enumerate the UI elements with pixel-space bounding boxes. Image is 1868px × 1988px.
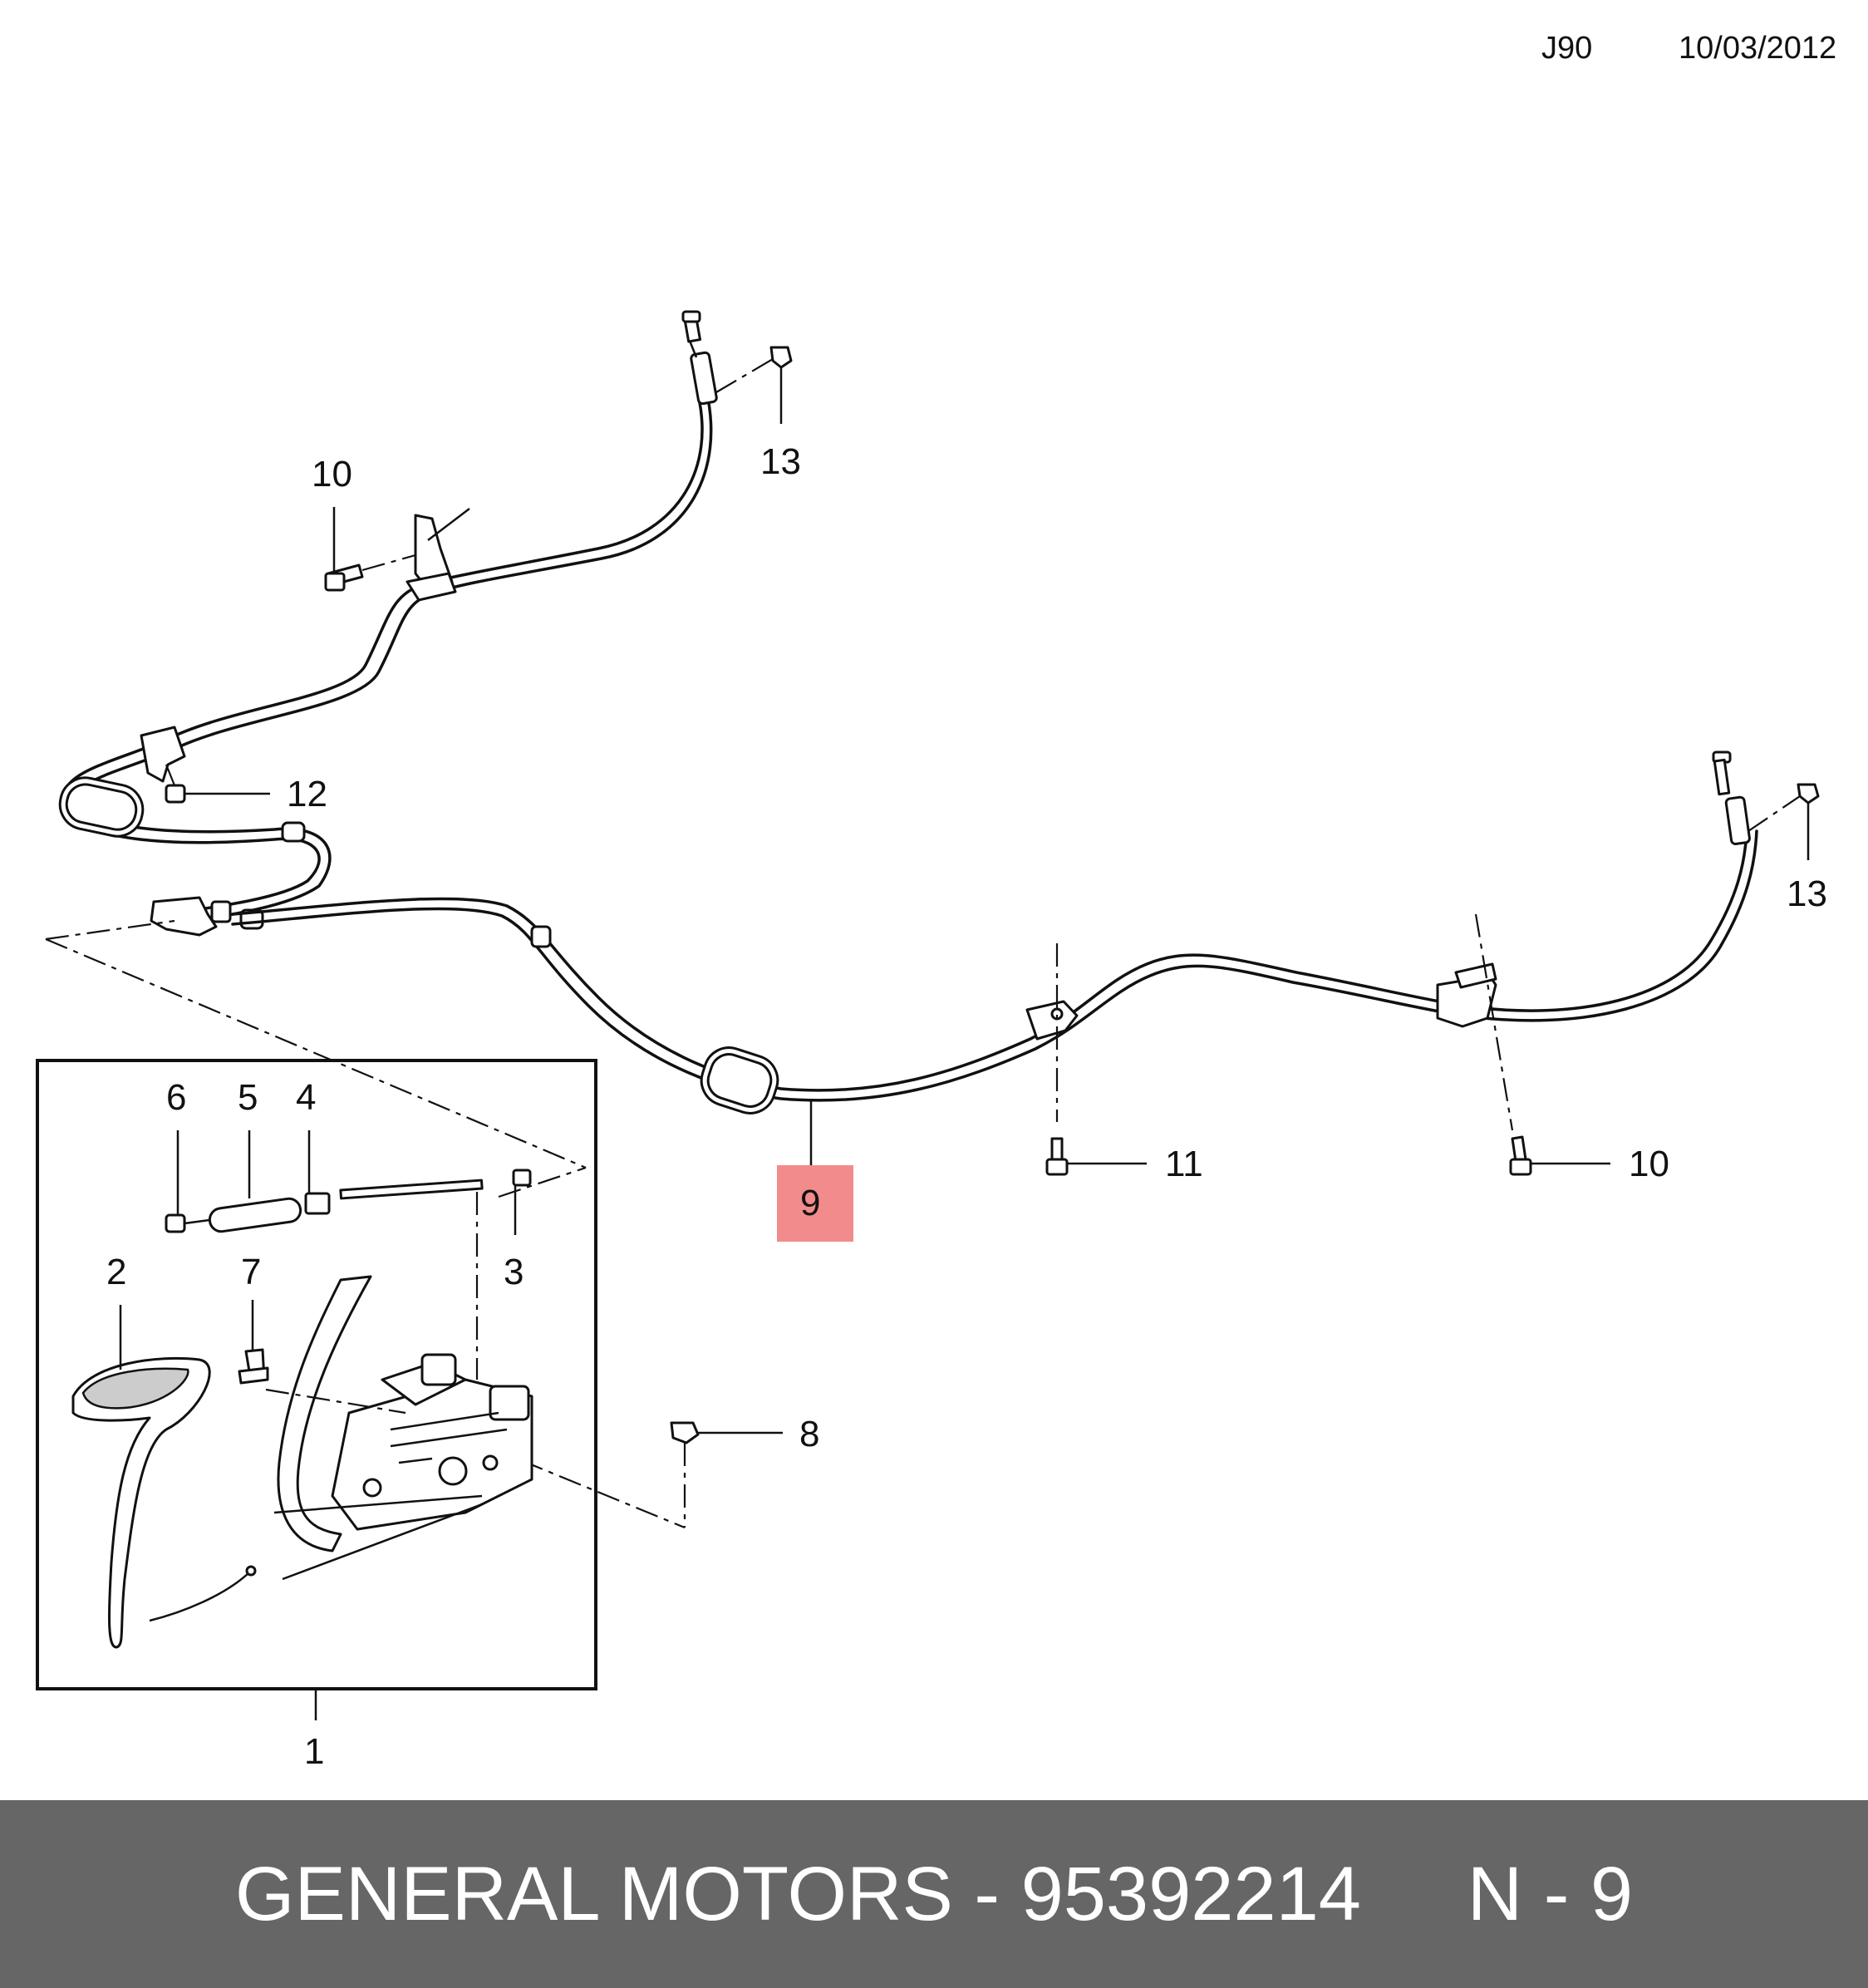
callout-10-right: 10: [1629, 1144, 1669, 1184]
dash-ref-2: [45, 937, 587, 1169]
footer-part-number: 95392214: [1020, 1851, 1361, 1936]
cable-clamp: [530, 925, 552, 948]
callout-11: 11: [1165, 1144, 1203, 1184]
cable-end-left: [681, 310, 718, 406]
callout-6: 6: [166, 1077, 186, 1118]
callout-4: 4: [296, 1077, 316, 1118]
bolt-10-left-icon: [324, 507, 416, 592]
callout-13-right: 13: [1787, 873, 1827, 914]
diagram-date: 10/03/2012: [1679, 31, 1836, 66]
callout-5: 5: [238, 1077, 258, 1118]
highlight-part-9: [777, 1165, 853, 1242]
cable-end-right: [1712, 750, 1751, 845]
callout-13-left: 13: [760, 441, 801, 482]
parking-brake-diagram: J90 10/03/2012 13 10 12: [36, 31, 1836, 1772]
callout-7: 7: [241, 1252, 261, 1292]
inset-lever-assembly: [36, 1059, 597, 1720]
cable-left-rear: [61, 389, 713, 926]
dash-ref-1: [45, 919, 175, 941]
callout-9: 9: [800, 1183, 820, 1223]
equalizer-left: [150, 896, 264, 937]
nut-6-icon: [165, 1213, 186, 1233]
bracket-left-mid: [140, 726, 270, 804]
grommet-center: [700, 1046, 779, 1115]
callout-1: 1: [304, 1731, 324, 1772]
sleeve-5-icon: [208, 1197, 302, 1233]
callout-10-left: 10: [312, 454, 352, 495]
bracket-right: [1436, 913, 1514, 1131]
footer-gap: [1361, 1851, 1467, 1938]
bracket-center-11: [1025, 943, 1147, 1176]
callout-3: 3: [504, 1252, 524, 1292]
bolt-10-right-icon: [1509, 1135, 1610, 1176]
callout-8: 8: [799, 1414, 819, 1454]
diagram-code: J90: [1541, 31, 1592, 66]
clip-13-left-icon: [715, 346, 793, 424]
nut-8-icon: [670, 1421, 783, 1528]
footer-ref: N - 9: [1467, 1851, 1634, 1936]
footer-brand: GENERAL MOTORS: [234, 1851, 953, 1936]
clip-13-right-icon: [1748, 783, 1820, 860]
callout-2: 2: [106, 1252, 126, 1292]
footer-bar: GENERAL MOTORS - 95392214 N - 9: [0, 1800, 1868, 1988]
cable-sleeve: [281, 821, 306, 843]
footer-separator: -: [952, 1851, 1021, 1936]
callout-12: 12: [287, 774, 327, 814]
bracket-left-upper: [406, 508, 470, 602]
grommet-left: [58, 776, 145, 838]
clip-4-icon: [304, 1192, 331, 1215]
